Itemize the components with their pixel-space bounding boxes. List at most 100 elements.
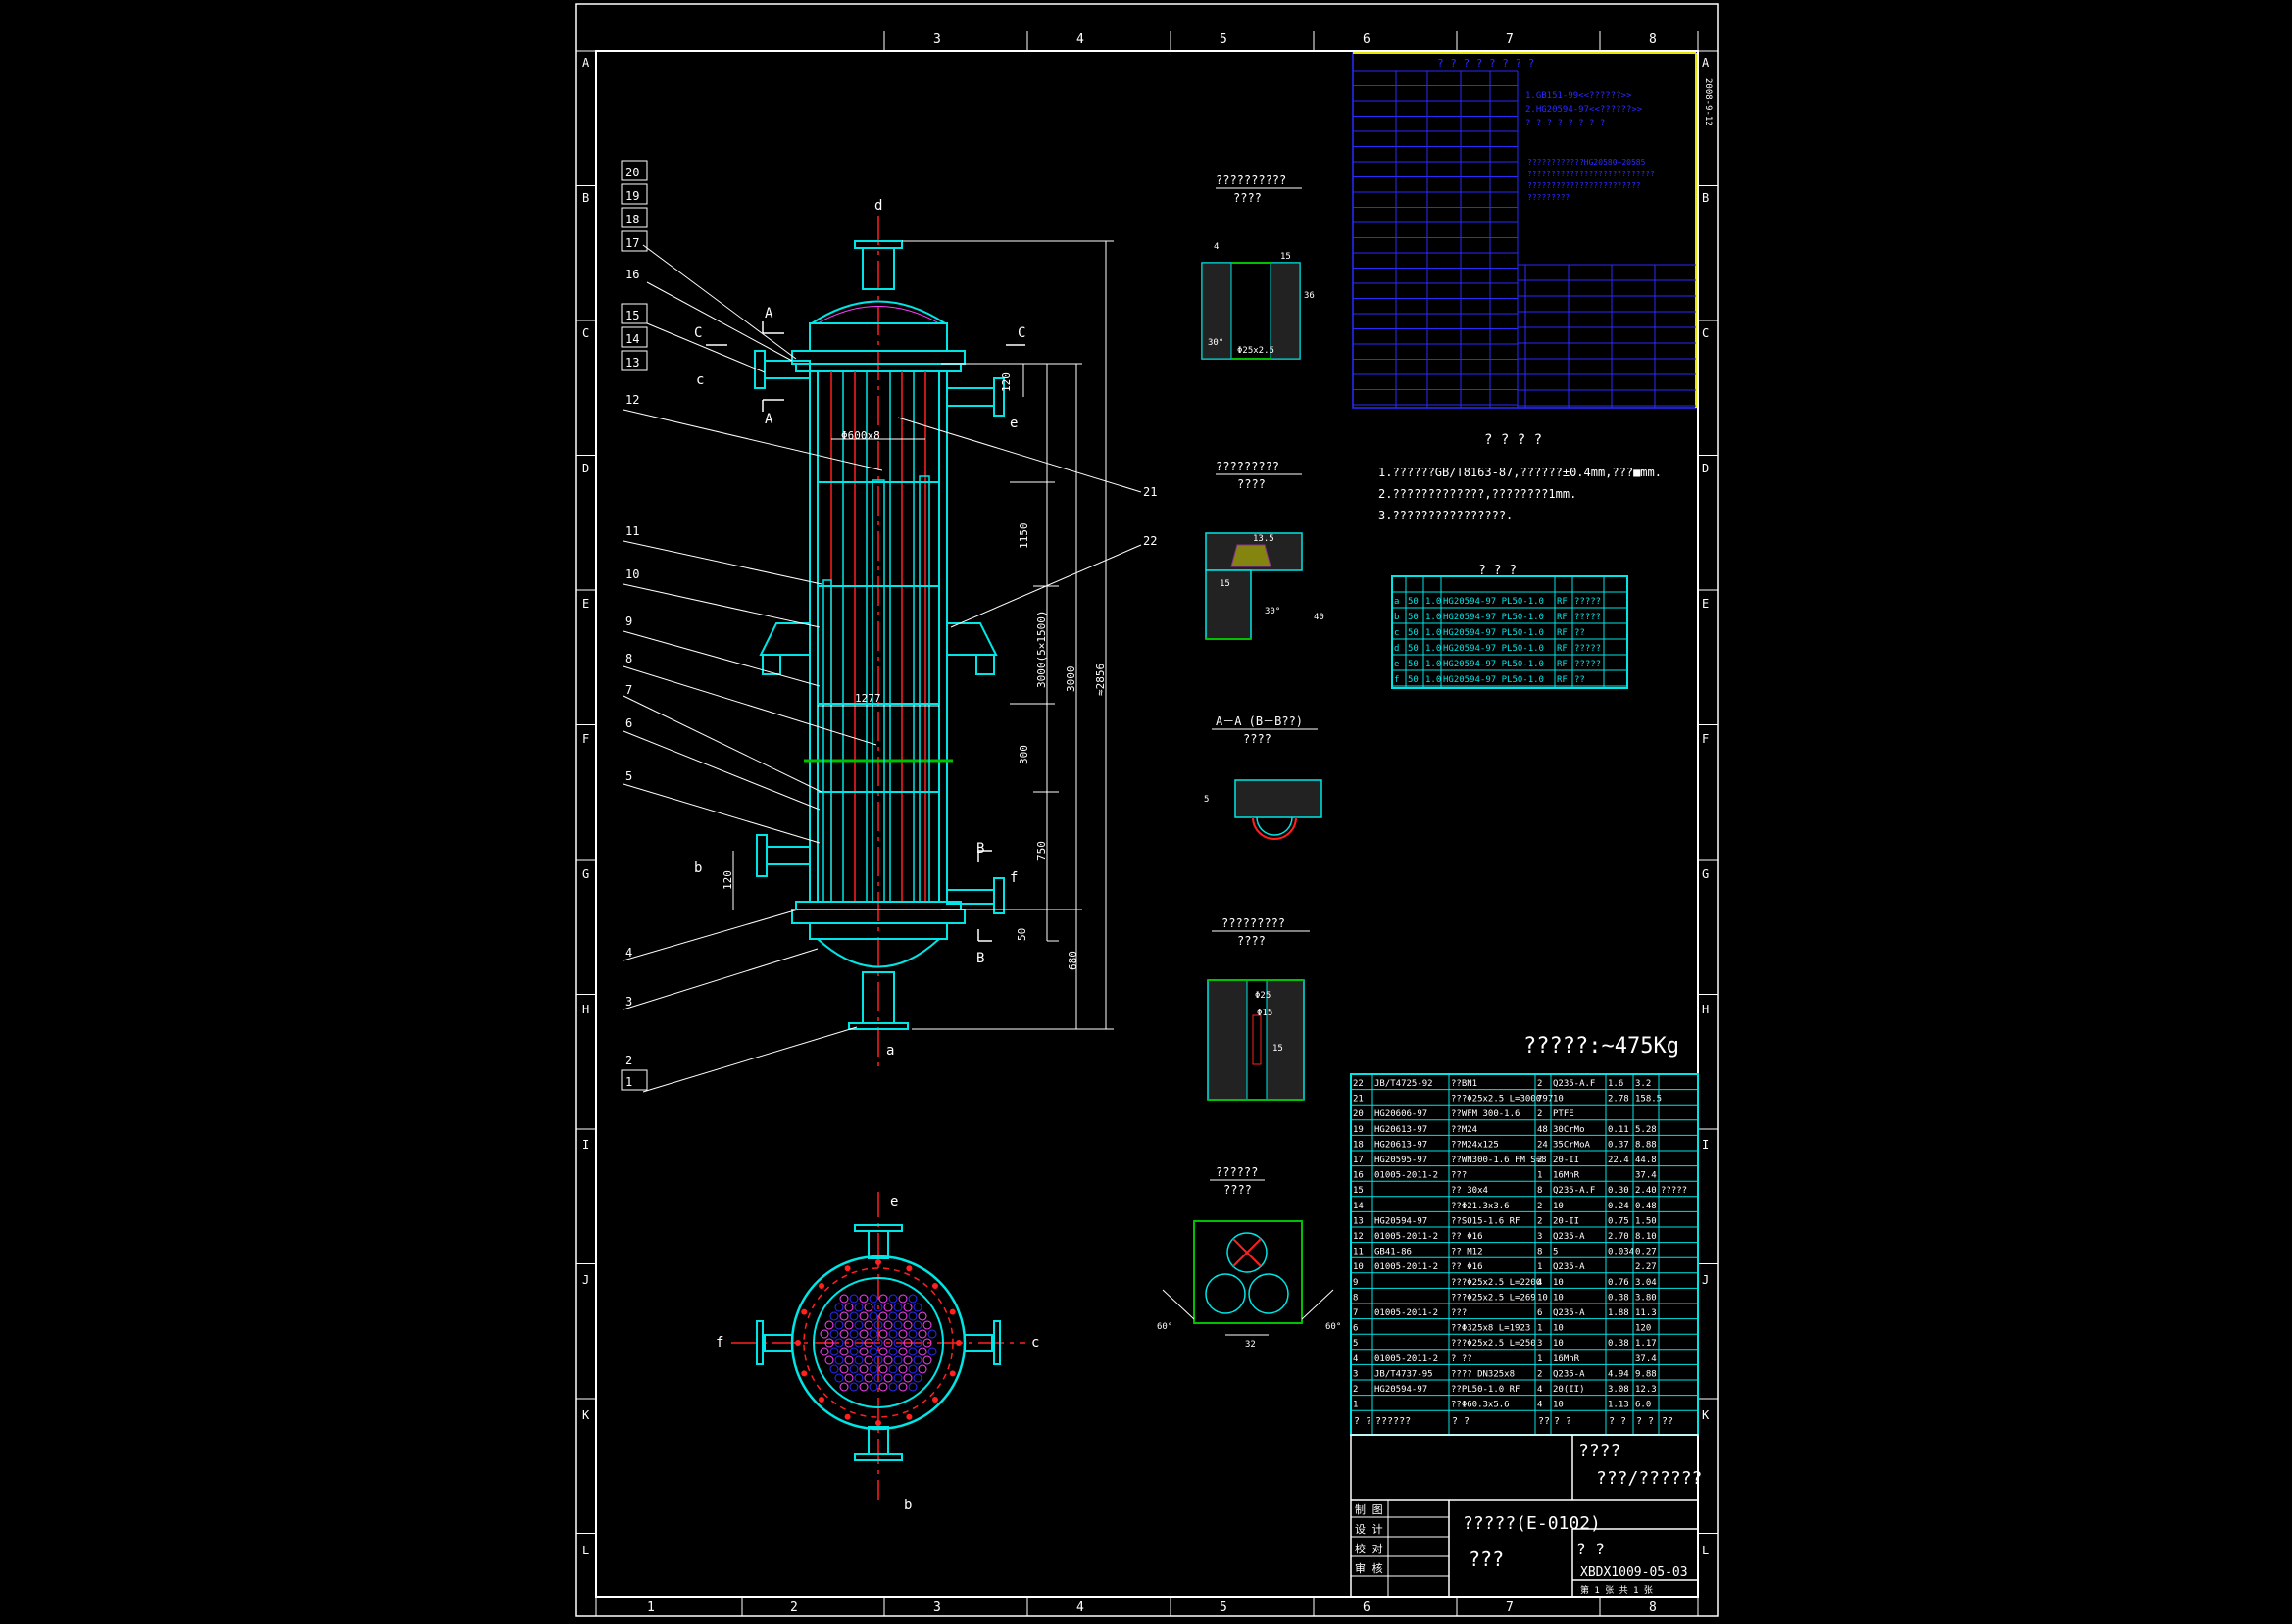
part-cell: ??Φ325x8 L=1923 — [1451, 1324, 1530, 1334]
row-letter-left: G — [582, 867, 589, 881]
detail-4 — [1207, 930, 1310, 1101]
dim-750: 750 — [1035, 841, 1048, 861]
detail-views: ???????????????????????????A－A (B－B??)??… — [1157, 173, 1341, 1350]
tech-req-item: 1.??????GB/T8163-87,??????±0.4mm,???■mm. — [1378, 466, 1662, 479]
detail-dim: Φ15 — [1257, 1009, 1272, 1018]
callout-8: 8 — [625, 652, 632, 665]
nozzle-cell: RF — [1557, 597, 1568, 607]
part-cell: ??WFM 300-1.6 — [1451, 1109, 1520, 1119]
nozzle-cell: b — [1394, 613, 1399, 622]
row-letter-left: D — [582, 462, 589, 475]
drawing-no-label: ? ? — [1576, 1540, 1605, 1558]
row-letter-right: B — [1702, 191, 1709, 205]
row-letter-left: K — [582, 1408, 590, 1422]
part-cell: 0.48 — [1635, 1202, 1657, 1211]
part-cell: 158.5 — [1635, 1095, 1662, 1105]
section-markers — [706, 321, 1025, 942]
part-cell: 20(II) — [1553, 1385, 1585, 1395]
row-letter-right: D — [1702, 462, 1709, 475]
detail-dim: Φ25 — [1255, 991, 1271, 1001]
part-cell: 22 — [1353, 1079, 1364, 1089]
detail-subtitle-1: ???? — [1233, 191, 1262, 205]
detail-dim: 30° — [1208, 338, 1223, 348]
detail-title-4: ????????? — [1221, 916, 1285, 930]
drawing-subtitle: ??? — [1469, 1548, 1504, 1571]
part-cell: GB41-86 — [1374, 1248, 1412, 1257]
part-cell: PTFE — [1553, 1109, 1574, 1119]
nozzle-cell: ?? — [1574, 628, 1585, 638]
role-checker: 校 对 — [1355, 1542, 1383, 1555]
part-cell: 5.28 — [1635, 1125, 1657, 1135]
row-letter-left: A — [582, 56, 590, 70]
detail-subtitle-3: ???? — [1243, 732, 1271, 746]
part-cell: 01005-2011-2 — [1374, 1171, 1438, 1181]
part-cell: JB/T4725-92 — [1374, 1079, 1433, 1089]
nozzle-letter-right: e — [1010, 416, 1018, 431]
design-spec-line: ????????? — [1527, 193, 1570, 202]
callout-22: 22 — [1143, 534, 1157, 548]
part-cell: 1.6 — [1608, 1079, 1623, 1089]
part-cell: 1 — [1537, 1324, 1542, 1334]
part-cell: ??BN1 — [1451, 1079, 1477, 1089]
part-cell: HG20613-97 — [1374, 1140, 1427, 1150]
part-cell: ??SO15-1.6 RF — [1451, 1216, 1520, 1226]
detail-1 — [1201, 187, 1302, 360]
part-cell: Q235-A — [1553, 1232, 1585, 1242]
part-cell: 2 — [1353, 1385, 1358, 1395]
part-cell: 3 — [1537, 1339, 1542, 1349]
part-cell: HG20594-97 — [1374, 1385, 1427, 1395]
dim-3000: 3000 — [1065, 666, 1077, 693]
part-cell: 1.50 — [1635, 1216, 1657, 1226]
nozzle-letter-top: d — [874, 198, 882, 214]
part-cell: 3.80 — [1635, 1293, 1657, 1303]
part-cell: 20-II — [1553, 1156, 1579, 1165]
col-number-top: 4 — [1076, 32, 1084, 47]
part-cell: 4.94 — [1608, 1369, 1629, 1379]
role-approver: 审 核 — [1355, 1561, 1383, 1575]
part-cell: 10 — [1553, 1339, 1564, 1349]
nozzle-cell: HG20594-97 PL50-1.0 — [1443, 597, 1544, 607]
col-number-bottom: 3 — [933, 1600, 941, 1615]
plan-tube-layout — [795, 1259, 962, 1426]
row-letter-right: K — [1702, 1408, 1710, 1422]
nozzle-cell: 1.0 — [1425, 660, 1441, 669]
plan-letter-b: b — [904, 1498, 912, 1513]
bottom-tubesheet — [791, 901, 966, 1030]
nozzle-cell: 50 — [1408, 660, 1419, 669]
part-cell: ???Φ25x2.5 L=269 — [1451, 1293, 1536, 1303]
part-cell: 4 — [1537, 1385, 1542, 1395]
part-cell: ??M24 — [1451, 1125, 1477, 1135]
design-spec-line: ???????????????????????? — [1527, 181, 1641, 190]
plan-letter-c: c — [1031, 1335, 1039, 1351]
part-cell: 8 — [1537, 1248, 1542, 1257]
part-cell: 2 — [1537, 1216, 1542, 1226]
detail-dim: 15 — [1220, 579, 1230, 589]
dim-120-top: 120 — [1000, 372, 1013, 392]
design-note-line: ? ? ? ? ? ? ? ? — [1525, 119, 1605, 128]
part-cell: 10 — [1553, 1293, 1564, 1303]
role-designer: 设 计 — [1355, 1523, 1383, 1536]
callout-12: 12 — [625, 393, 639, 407]
part-cell: 01005-2011-2 — [1374, 1232, 1438, 1242]
corner-code: 2008-9-12 — [1703, 78, 1713, 126]
design-data-table: ? ? ? ? ? ? ? ? 1.GB151-99<<??????>>2.HG… — [1352, 52, 1697, 409]
part-cell: 3.04 — [1635, 1278, 1657, 1288]
nozzle-top — [811, 240, 946, 324]
part-cell: 10 — [1553, 1202, 1564, 1211]
part-cell: ??? — [1451, 1171, 1467, 1181]
nozzle-cell: ????? — [1574, 613, 1601, 622]
part-cell: 16MnR — [1553, 1354, 1580, 1364]
part-cell: 01005-2011-2 — [1374, 1262, 1438, 1272]
callout-5: 5 — [625, 769, 632, 783]
part-cell: 44.8 — [1635, 1156, 1657, 1165]
nozzle-table-title: ? ? ? — [1478, 564, 1517, 578]
detail-dim: 4 — [1214, 242, 1219, 252]
part-cell: Q235-A — [1553, 1262, 1585, 1272]
row-letter-left: F — [582, 732, 589, 746]
part-cell: ??Φ21.3x3.6 — [1451, 1202, 1510, 1211]
part-cell: ???Φ25x2.5 L=2200 — [1451, 1278, 1541, 1288]
support-lugs — [759, 622, 998, 675]
